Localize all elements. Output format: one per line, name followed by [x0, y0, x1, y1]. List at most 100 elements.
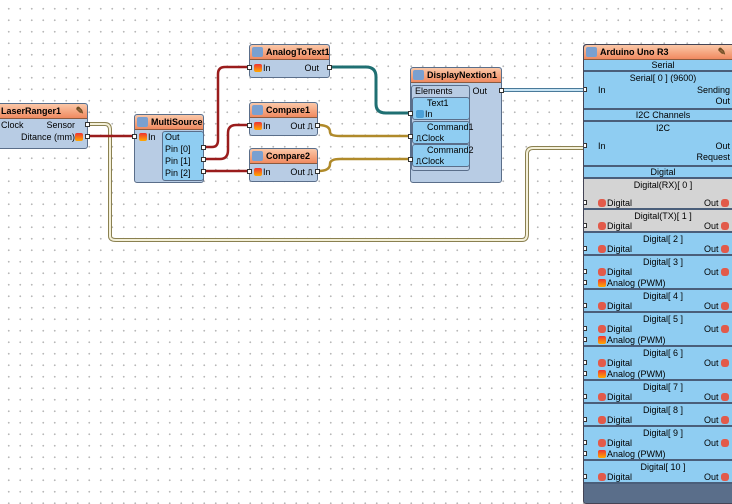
- display-nextion-component[interactable]: DisplayNextion1 Elements Text1 In Comman…: [408, 67, 504, 183]
- digital-input-pin[interactable]: [584, 223, 587, 228]
- pin-2-output[interactable]: [201, 169, 206, 174]
- out-output-pin[interactable]: [499, 88, 504, 93]
- in-input-pin[interactable]: [247, 65, 252, 70]
- analog-icon: [254, 168, 262, 176]
- compare1-header[interactable]: Compare1: [250, 103, 317, 118]
- digital-input-pin[interactable]: [584, 303, 587, 308]
- digital-input-pin[interactable]: [584, 360, 587, 365]
- out-pin-label: Out: [304, 63, 319, 73]
- digital-icon: [721, 199, 729, 207]
- pin-0-output[interactable]: [201, 145, 206, 150]
- component-title: LaserRanger1: [1, 106, 62, 116]
- analog-label: Analog (PWM): [598, 278, 666, 289]
- digital-input-pin[interactable]: [584, 269, 587, 274]
- out-pin-label: Out ⎍: [290, 121, 313, 131]
- compare2-component[interactable]: Compare2 In Out ⎍: [247, 148, 320, 182]
- wire-pin1-to-compare1: [204, 123, 249, 161]
- out-output-pin[interactable]: [315, 123, 320, 128]
- laser-ranger-header[interactable]: LaserRanger1 ✎: [0, 104, 87, 119]
- in-pin-label: In: [139, 132, 156, 143]
- pin-2-label: Pin [2]: [165, 168, 191, 178]
- pin-1-output[interactable]: [201, 157, 206, 162]
- arduino-uno-component[interactable]: Arduino Uno R3✎ Serial Serial[ 0 ] (9600…: [583, 44, 732, 504]
- clock-pin-label: ⎍Clock: [416, 156, 445, 166]
- serial-in-pin[interactable]: [584, 87, 587, 92]
- display-nextion-header[interactable]: DisplayNextion1: [411, 68, 501, 83]
- component-title: Compare2: [266, 151, 311, 161]
- digital-icon: [721, 245, 729, 253]
- analog-input-pin[interactable]: [584, 451, 587, 456]
- sensor-output-pin[interactable]: [85, 122, 90, 127]
- wire-analog-to-text: [330, 65, 410, 115]
- text1-in-pin[interactable]: [408, 111, 413, 116]
- analog-to-text-component[interactable]: AnalogToText1 In Out: [247, 44, 332, 78]
- out-label: Out: [704, 324, 730, 335]
- laser-ranger-component[interactable]: LaserRanger1✎ Clock Sensor Ditance (mm): [0, 103, 90, 149]
- request-label: Request: [696, 152, 730, 162]
- out-label: Out: [704, 358, 730, 369]
- wire-compare1-to-command1: [317, 123, 410, 138]
- digital-label: Digital: [598, 392, 632, 403]
- digital-input-pin[interactable]: [584, 246, 587, 251]
- compare2-header[interactable]: Compare2: [250, 149, 317, 164]
- digital-icon: [721, 268, 729, 276]
- elements-list[interactable]: Elements Text1 In Command1 ⎍Clock Comman…: [411, 85, 474, 171]
- element-command1[interactable]: Command1 ⎍Clock: [412, 121, 474, 144]
- digital-input-pin[interactable]: [584, 440, 587, 445]
- out-label: Out: [165, 132, 180, 142]
- digital-icon: [598, 439, 606, 447]
- text-icon: [252, 47, 263, 57]
- text-icon: [416, 110, 424, 118]
- digital-label: Digital: [598, 198, 632, 209]
- tools-icon[interactable]: ✎: [717, 47, 726, 58]
- out-output-pin[interactable]: [327, 65, 332, 70]
- analog-input-pin[interactable]: [584, 337, 587, 342]
- element-command2[interactable]: Command2 ⎍Clock: [412, 144, 474, 167]
- digital-icon: [598, 302, 606, 310]
- display-icon: [413, 70, 424, 80]
- in-input-pin[interactable]: [132, 134, 137, 139]
- analog-to-text-header[interactable]: AnalogToText1: [250, 45, 329, 60]
- out-pin-label: Out ⎍: [290, 167, 313, 177]
- multisource-header[interactable]: MultiSource1: [135, 115, 203, 130]
- digital-input-pin[interactable]: [584, 474, 587, 479]
- digital-input-pin[interactable]: [584, 394, 587, 399]
- analog-label: Analog (PWM): [598, 335, 666, 346]
- digital-icon: [598, 473, 606, 481]
- out-label: Out: [704, 392, 730, 403]
- pin-title: Digital[ 5 ]: [642, 314, 684, 324]
- component-title: Compare1: [266, 105, 311, 115]
- command1-clock-pin[interactable]: [408, 134, 413, 139]
- tools-icon[interactable]: ✎: [75, 106, 84, 117]
- pin-0-label: Pin [0]: [165, 144, 191, 154]
- digital-label: Digital: [598, 244, 632, 255]
- in-input-pin[interactable]: [247, 123, 252, 128]
- pin-title: Digital[ 9 ]: [642, 428, 684, 438]
- digital-icon: [598, 199, 606, 207]
- analog-icon: [254, 64, 262, 72]
- compare-icon: [252, 151, 263, 161]
- analog-icon: [598, 336, 606, 344]
- digital-pin-1: Digital(TX)[ 1 ] Digital Out: [584, 210, 732, 233]
- command2-label: Command2: [427, 145, 474, 155]
- element-text1[interactable]: Text1 In: [412, 97, 470, 120]
- compare1-component[interactable]: Compare1 In Out ⎍: [247, 102, 320, 136]
- analog-input-pin[interactable]: [584, 280, 587, 285]
- digital-icon: [598, 268, 606, 276]
- digital-input-pin[interactable]: [584, 200, 587, 205]
- digital-input-pin[interactable]: [584, 326, 587, 331]
- digital-pin-3: Digital[ 3 ] Digital Out Analog (PWM): [584, 256, 732, 290]
- in-input-pin[interactable]: [247, 169, 252, 174]
- arduino-header[interactable]: Arduino Uno R3✎: [584, 45, 732, 60]
- out-label: Out: [704, 198, 730, 209]
- clock-pin-label: Clock: [1, 120, 24, 130]
- distance-output-pin[interactable]: [85, 134, 90, 139]
- digital-input-pin[interactable]: [584, 417, 587, 422]
- out-output-pin[interactable]: [315, 169, 320, 174]
- i2c-in-pin[interactable]: [584, 143, 587, 148]
- analog-input-pin[interactable]: [584, 371, 587, 376]
- command2-clock-pin[interactable]: [408, 157, 413, 162]
- i2c-channels-header: I2C Channels: [584, 110, 732, 122]
- multisource-component[interactable]: MultiSource1 In Out Pin [0] Pin [1] Pin …: [132, 114, 206, 183]
- in-pin-label: In: [416, 109, 433, 120]
